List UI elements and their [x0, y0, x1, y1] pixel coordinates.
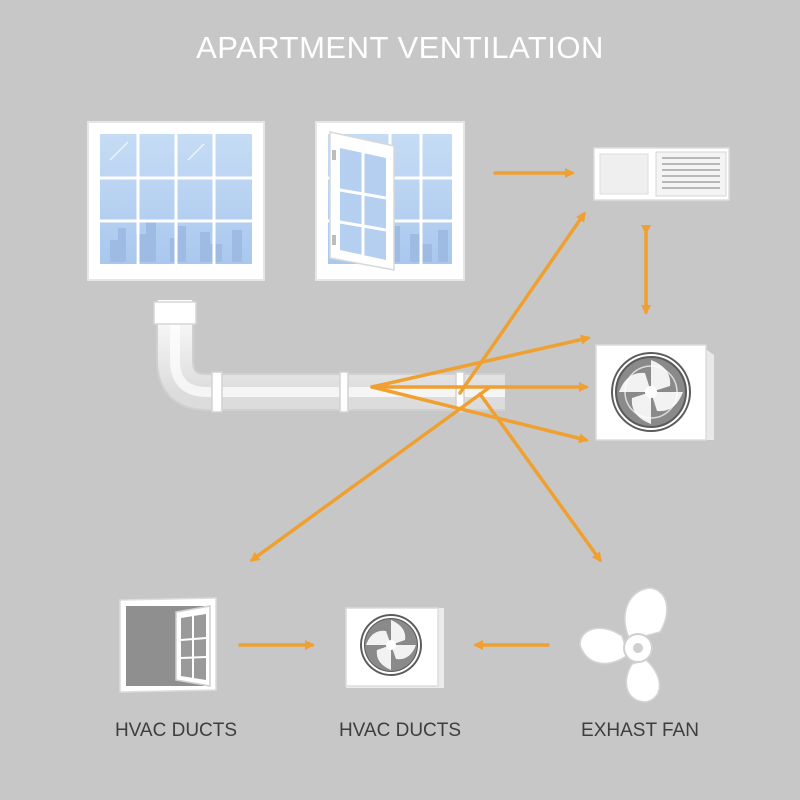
open-window-small-icon [119, 597, 217, 693]
label-hvac-ducts-center: HVAC DUCTS [338, 720, 462, 741]
airflow-arrows [238, 168, 651, 650]
ventilation-duct-icon [153, 300, 505, 413]
arrow-hub-to-lower-right [478, 392, 602, 563]
open-window-icon [315, 121, 465, 281]
arrow-hub-to-wall-vent [458, 211, 586, 395]
arrow-duct-to-fan-bottom [370, 385, 589, 444]
label-hvac-ducts-left: HVAC DUCTS [114, 720, 238, 741]
wall-vent-icon [593, 147, 730, 201]
arrow-hub-to-lower-left [249, 385, 492, 562]
diagram-title: APARTMENT VENTILATION [196, 30, 604, 65]
propeller-fan-icon [579, 587, 668, 703]
closed-window-icon [87, 121, 265, 281]
exhaust-fan-box-icon [595, 344, 714, 441]
small-fan-box-icon [345, 607, 444, 688]
label-exhaust-fan: EXHAST FAN [581, 720, 699, 741]
